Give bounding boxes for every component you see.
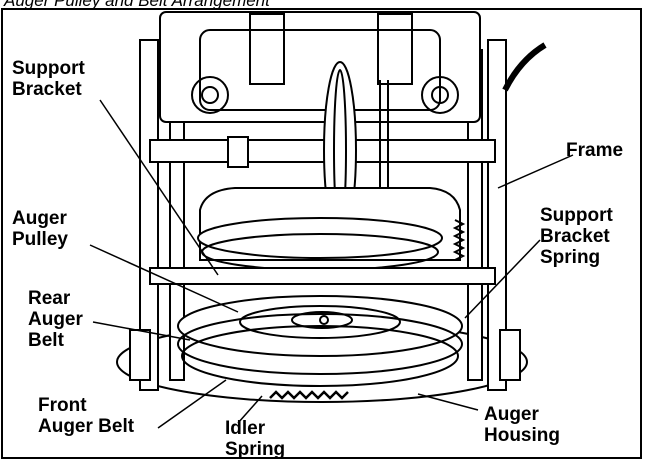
top-housing-inner: [199, 29, 441, 111]
auger-pulley-hub: [291, 311, 353, 329]
frame-right-rail: [487, 39, 507, 391]
cross-bar-clip: [227, 136, 249, 168]
support-bracket-spring-shape: [452, 219, 466, 261]
front-belt-shape: [181, 325, 459, 387]
label-support-bracket: Support Bracket: [12, 58, 85, 100]
right-bolt-stack: [499, 329, 521, 381]
label-idler-spring-line2: Spring: [225, 439, 286, 460]
hub-bolt: [319, 315, 329, 325]
label-auger-pulley: Auger Pulley: [12, 208, 68, 250]
left-gear-block: [249, 13, 285, 85]
leader-rear-auger-belt: [92, 321, 191, 341]
label-frame-line1: Frame: [566, 140, 624, 161]
label-auger-housing: Auger Housing: [484, 404, 560, 446]
leader-auger-pulley: [89, 244, 239, 313]
label-auger-housing-line2: Housing: [484, 425, 560, 446]
label-support-bracket-spring-line3: Spring: [540, 247, 601, 268]
leader-front-auger-belt: [157, 379, 227, 429]
label-front-auger-belt-line2: Auger Belt: [38, 416, 135, 437]
label-front-auger-belt-line1: Front: [38, 395, 87, 416]
right-arm: [502, 42, 547, 92]
label-auger-pulley-line1: Auger: [12, 208, 67, 229]
label-support-bracket-spring: Support Bracket Spring: [540, 205, 613, 268]
top-housing: [159, 11, 481, 123]
frame-left-rail: [139, 39, 159, 391]
leader-auger-housing: [417, 393, 479, 411]
left-roller-inner: [201, 86, 219, 104]
label-rear-auger-belt: Rear Auger Belt: [28, 288, 83, 351]
right-roller-inner: [431, 86, 449, 104]
label-rear-auger-belt-line1: Rear: [28, 288, 71, 309]
label-front-auger-belt: Front Auger Belt: [38, 395, 134, 437]
leader-support-bracket-spring: [464, 239, 541, 319]
left-bolt-stack: [129, 329, 151, 381]
idler-spring-shape: [269, 390, 349, 400]
label-support-bracket-line1: Support: [12, 58, 85, 79]
leader-idler-spring: [237, 395, 263, 424]
right-gear-block: [377, 13, 413, 85]
label-auger-pulley-line2: Pulley: [12, 229, 68, 250]
leader-lines: [89, 99, 574, 429]
right-roller: [421, 76, 459, 114]
auger-pulley-mid: [239, 305, 401, 339]
leader-frame: [497, 154, 574, 189]
label-support-bracket-line2: Bracket: [12, 79, 82, 100]
top-caption: Auger Pulley and Belt Arrangement: [4, 0, 270, 10]
upper-pulley-top: [197, 217, 443, 259]
label-idler-spring-line1: Idler: [225, 418, 266, 439]
diagram-border: [1, 8, 642, 459]
label-rear-auger-belt-line3: Belt: [28, 330, 64, 351]
left-roller: [191, 76, 229, 114]
rear-belt-shape: [177, 313, 463, 375]
label-support-bracket-spring-line2: Bracket: [540, 226, 610, 247]
leader-support-bracket: [99, 99, 219, 276]
cross-bar: [149, 139, 496, 163]
label-auger-housing-line1: Auger: [484, 404, 539, 425]
lower-cross-bar: [149, 267, 496, 285]
machine-linework: [116, 11, 547, 403]
label-rear-auger-belt-line2: Auger: [28, 309, 83, 330]
label-frame: Frame: [566, 140, 623, 161]
label-idler-spring: Idler Spring: [225, 418, 285, 460]
label-support-bracket-spring-line1: Support: [540, 205, 613, 226]
